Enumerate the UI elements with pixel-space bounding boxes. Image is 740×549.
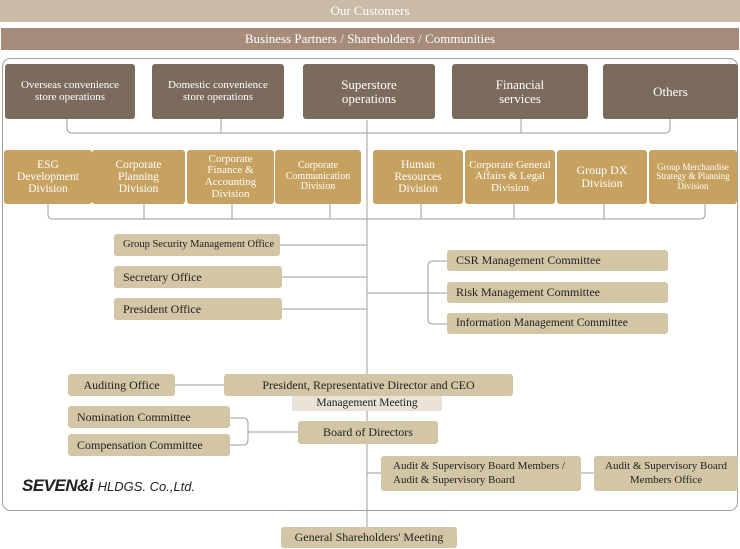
- op-overseas-cvs: Overseas convenience store operations: [5, 64, 135, 119]
- partners-bar: Business Partners / Shareholders / Commu…: [1, 28, 739, 50]
- div-corp-planning: Corporate Planning Division: [92, 150, 185, 204]
- div-corp-finance: Corporate Finance & Accounting Division: [187, 150, 274, 204]
- committee-information: Information Management Committee: [447, 313, 668, 334]
- board-of-directors: Board of Directors: [298, 421, 438, 444]
- office-secretary: Secretary Office: [114, 266, 282, 288]
- partners-label: Business Partners / Shareholders / Commu…: [244, 31, 496, 46]
- div-human-resources: Human Resources Division: [373, 150, 463, 204]
- ceo-box: President, Representative Director and C…: [224, 374, 513, 396]
- op-financial: Financial services: [452, 64, 588, 119]
- logo-sub: HLDGS. Co.,Ltd.: [97, 479, 196, 494]
- compensation-committee: Compensation Committee: [68, 434, 230, 456]
- div-group-merchandise: Group Merchandise Strategy & Planning Di…: [649, 150, 737, 204]
- div-esg: ESG Development Division: [4, 150, 92, 204]
- management-meeting: Management Meeting: [292, 396, 442, 411]
- op-superstore: Superstore operations: [303, 64, 435, 119]
- committee-risk: Risk Management Committee: [447, 282, 668, 303]
- nomination-committee: Nomination Committee: [68, 406, 230, 428]
- audit-supervisory-board: Audit & Supervisory Board Members / Audi…: [381, 456, 581, 491]
- general-shareholders-meeting: General Shareholders' Meeting: [281, 527, 457, 548]
- committee-csr: CSR Management Committee: [447, 250, 668, 271]
- op-others: Others: [603, 64, 738, 119]
- logo-main: SEVEN&i: [22, 476, 94, 495]
- outer-frame: [2, 58, 738, 511]
- company-logo: SEVEN&i HLDGS. Co.,Ltd.: [22, 476, 195, 496]
- office-president: President Office: [114, 298, 282, 320]
- op-domestic-cvs: Domestic convenience store operations: [152, 64, 284, 119]
- div-corp-communication: Corporate Communication Division: [275, 150, 361, 204]
- auditing-office: Auditing Office: [68, 374, 175, 396]
- div-group-dx: Group DX Division: [557, 150, 647, 204]
- office-group-security: Group Security Management Office: [114, 234, 280, 256]
- audit-supervisory-office: Audit & Supervisory Board Members Office: [594, 456, 738, 491]
- div-general-affairs-legal: Corporate General Affairs & Legal Divisi…: [465, 150, 555, 204]
- customers-label: Our Customers: [330, 3, 410, 18]
- customers-bar: Our Customers: [0, 0, 740, 22]
